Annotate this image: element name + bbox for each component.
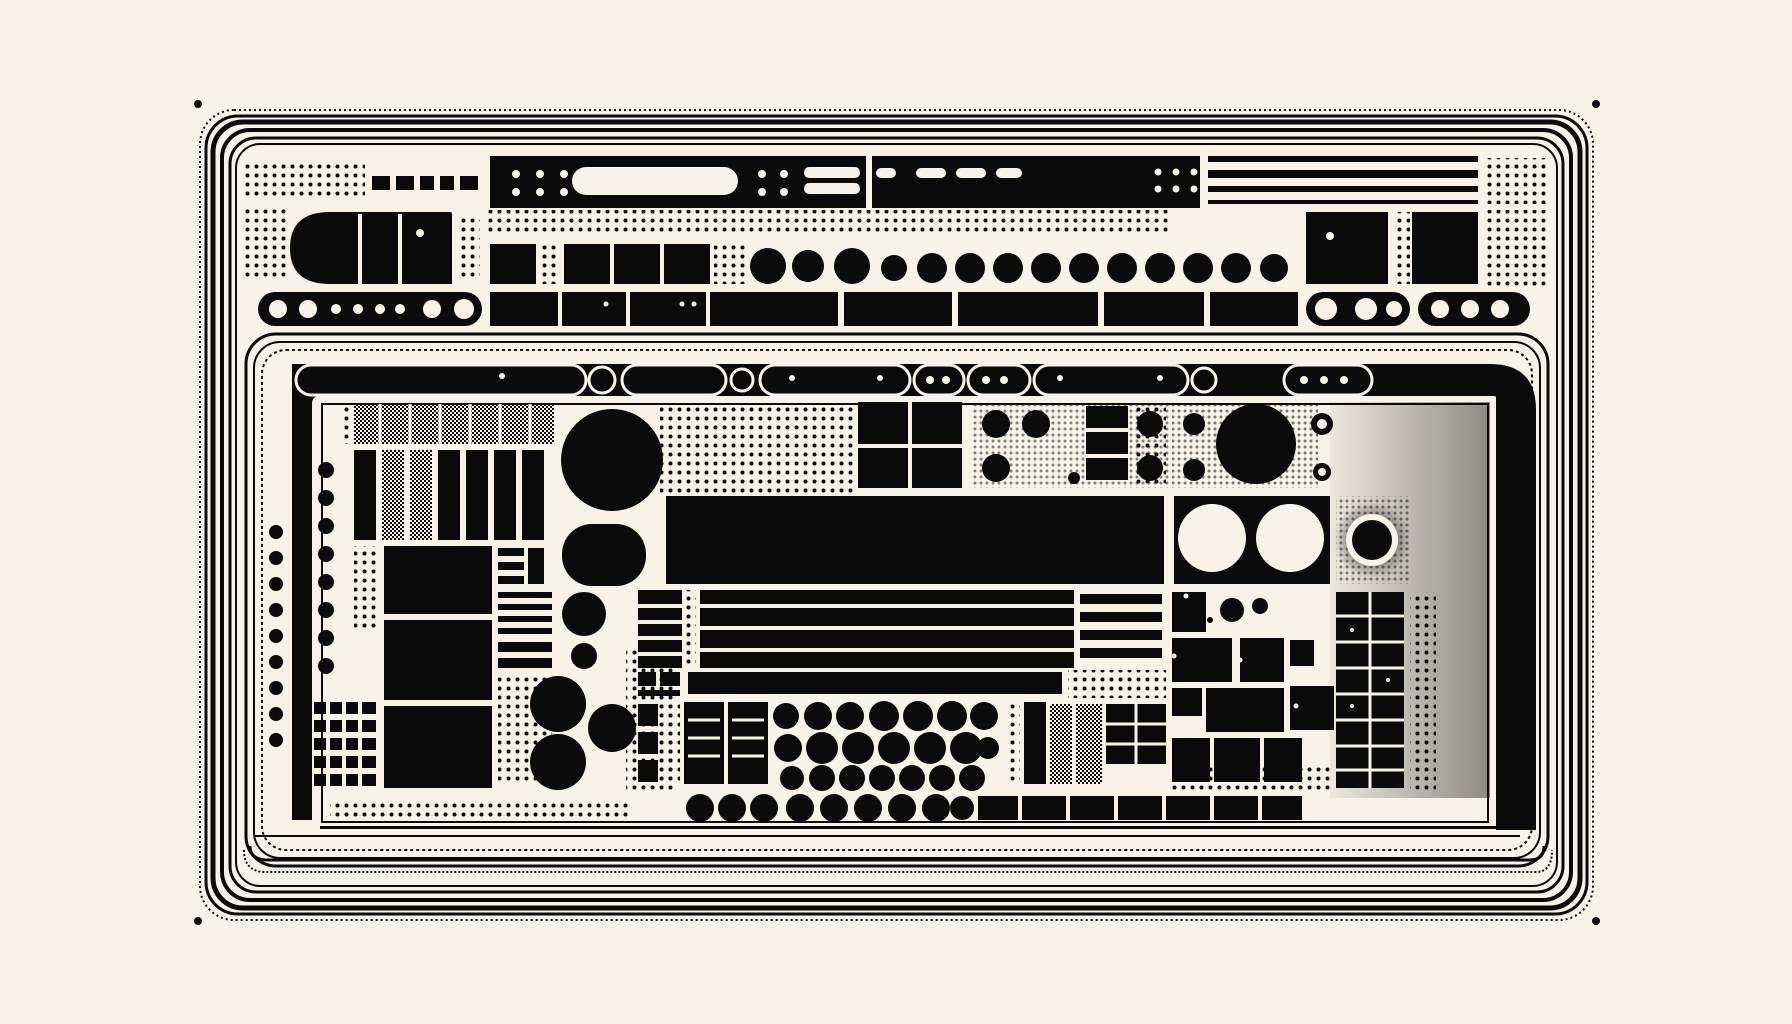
toolbar-small-squares bbox=[372, 176, 478, 190]
progress-bar[interactable] bbox=[688, 672, 1062, 694]
dot-columns-left bbox=[269, 462, 334, 748]
toggle-pill-left[interactable] bbox=[258, 292, 482, 326]
toolbar-block-b[interactable] bbox=[872, 156, 1200, 208]
inner-frame bbox=[244, 332, 1550, 868]
dot-band bbox=[488, 210, 1168, 234]
corner-dot-icon bbox=[194, 917, 202, 925]
segmented-pill[interactable] bbox=[290, 212, 452, 284]
dot-column bbox=[458, 218, 480, 280]
corner-dot-icon bbox=[1592, 917, 1600, 925]
display-bar[interactable] bbox=[666, 496, 1164, 584]
stacked-panels[interactable] bbox=[384, 546, 492, 788]
toolbar-lines bbox=[1208, 156, 1478, 204]
circle-matrix[interactable] bbox=[686, 701, 999, 822]
dot-grid-top-left bbox=[245, 160, 365, 198]
dot-column-left bbox=[244, 206, 288, 280]
bar-columns bbox=[354, 450, 544, 540]
halftone-tiles bbox=[354, 404, 554, 444]
keypad-grid[interactable] bbox=[1336, 592, 1404, 788]
footer-dots bbox=[330, 800, 630, 822]
twin-circle-panel[interactable] bbox=[1174, 496, 1330, 584]
corner-markers bbox=[194, 100, 1600, 925]
corner-dot-icon bbox=[1592, 100, 1600, 108]
tab-segments[interactable] bbox=[490, 292, 1298, 326]
dot-grid-mid bbox=[660, 404, 856, 496]
tab-row bbox=[258, 292, 1530, 326]
right-control-grid[interactable] bbox=[1172, 592, 1334, 782]
top-toolbar bbox=[245, 156, 1550, 208]
band-pills[interactable] bbox=[294, 363, 1374, 397]
dot-grid-top-right bbox=[1484, 158, 1550, 204]
mini-panels[interactable] bbox=[638, 702, 768, 784]
small-grid-left bbox=[314, 702, 376, 786]
halo-knob[interactable] bbox=[1334, 496, 1410, 584]
circle-button-row[interactable] bbox=[750, 248, 1288, 284]
circle-cluster[interactable] bbox=[530, 409, 663, 790]
toggle-pill-right-a[interactable] bbox=[1306, 292, 1410, 326]
square-buttons[interactable] bbox=[490, 244, 710, 284]
left-column bbox=[269, 404, 554, 788]
outer-frame bbox=[199, 109, 1594, 921]
corner-dot-icon bbox=[194, 100, 202, 108]
bottom-ripples bbox=[243, 835, 1553, 873]
top-right-squares[interactable] bbox=[1306, 210, 1550, 286]
toggle-pill-right-b[interactable] bbox=[1418, 292, 1530, 326]
search-pill[interactable] bbox=[572, 167, 738, 195]
indicator-dot-icon bbox=[416, 229, 424, 237]
control-row bbox=[244, 206, 1550, 286]
bottom-bar-row[interactable] bbox=[978, 796, 1302, 820]
